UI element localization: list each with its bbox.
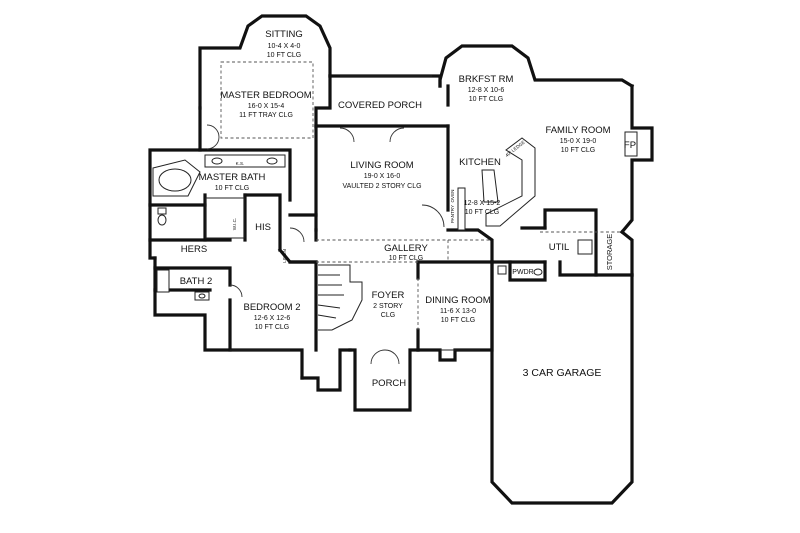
pantry-label: PANTRY <box>450 205 455 223</box>
svg-text:VAULTED 2 STORY CLG: VAULTED 2 STORY CLG <box>342 183 421 190</box>
room-family-room-name: FAMILY ROOM <box>545 125 610 136</box>
wic-label: W.I.C. <box>232 218 237 231</box>
svg-text:10 FT CLG: 10 FT CLG <box>561 147 596 154</box>
svg-text:15-0 X 19-0: 15-0 X 19-0 <box>560 138 597 145</box>
room-gallery-name: GALLERY <box>384 243 428 254</box>
svg-text:10 FT CLG: 10 FT CLG <box>441 317 476 324</box>
svg-text:10 FT CLG: 10 FT CLG <box>469 96 504 103</box>
room-garage-name: 3 CAR GARAGE <box>523 367 602 379</box>
svg-text:2 STORY: 2 STORY <box>373 303 403 310</box>
room-master-bath-name: MASTER BATH <box>199 172 266 183</box>
room-bath2-name: BATH 2 <box>180 276 213 287</box>
windows <box>230 75 480 351</box>
svg-text:10 FT CLG: 10 FT CLG <box>389 255 424 262</box>
svg-text:10 FT CLG: 10 FT CLG <box>465 209 500 216</box>
svg-text:11 FT TRAY CLG: 11 FT TRAY CLG <box>239 112 293 119</box>
svg-text:11-6 X 13-0: 11-6 X 13-0 <box>440 308 476 315</box>
svg-text:10 FT CLG: 10 FT CLG <box>215 185 250 192</box>
svg-text:CLG: CLG <box>381 312 395 319</box>
fixtures <box>152 131 638 331</box>
svg-text:19-0 X 16-0: 19-0 X 16-0 <box>364 173 401 180</box>
room-dining-room-name: DINING ROOM <box>425 295 491 306</box>
room-kitchen-name: KITCHEN <box>459 157 501 168</box>
room-sitting-dims: 10-4 X 4-0 <box>268 43 301 50</box>
foyer-staircase <box>318 264 363 331</box>
svg-text:12-6 X 12-6: 12-6 X 12-6 <box>254 315 291 322</box>
room-fp-name: FP <box>624 140 636 151</box>
linen-label: LINEN <box>282 249 287 263</box>
room-his-name: HIS <box>255 222 271 233</box>
svg-text:12-8 X 15-2: 12-8 X 15-2 <box>464 200 501 207</box>
svg-text:16-0 X 15-4: 16-0 X 15-4 <box>248 103 285 110</box>
room-pwdr-name: PWDR <box>512 269 533 276</box>
tub-fixture <box>152 159 201 197</box>
interior-walls <box>148 74 634 352</box>
room-living-room-name: LIVING ROOM <box>350 160 413 171</box>
dashed-lines <box>220 61 620 330</box>
room-util-name: UTIL <box>549 242 570 253</box>
room-sitting-name: SITTING <box>265 29 302 40</box>
room-bedroom2-name: BEDROOM 2 <box>243 302 300 313</box>
kitchen-island <box>481 169 499 203</box>
vanity-fixture <box>204 154 286 168</box>
ks-label: K.S. <box>236 161 245 166</box>
room-storage-name: STORAGE <box>605 234 614 271</box>
svg-text:12-8 X 10-6: 12-8 X 10-6 <box>468 87 505 94</box>
room-porch-name: PORCH <box>372 378 406 389</box>
oven-label: OVEN <box>450 189 455 202</box>
room-hers-name: HERS <box>181 244 207 255</box>
room-covered-porch-name: COVERED PORCH <box>338 100 422 111</box>
room-sitting-clg: 10 FT CLG <box>267 52 302 59</box>
room-foyer-name: FOYER <box>372 290 405 301</box>
room-labels: SITTING 10-4 X 4-0 10 FT CLG MASTER BEDR… <box>180 29 636 389</box>
room-master-bedroom-name: MASTER BEDROOM <box>220 90 311 101</box>
room-brkfst-name: BRKFST RM <box>459 74 514 85</box>
doors <box>206 124 445 365</box>
svg-text:10 FT CLG: 10 FT CLG <box>255 324 290 331</box>
